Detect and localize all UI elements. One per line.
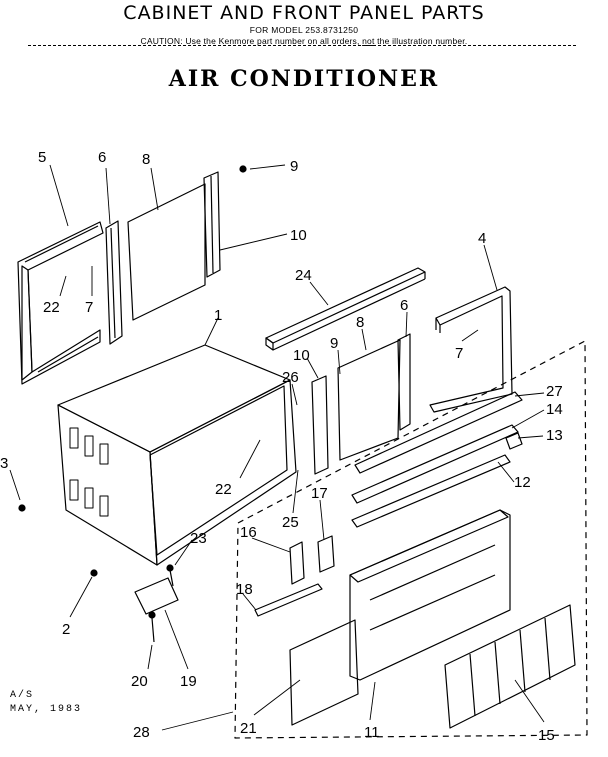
part-21-filter [289,619,359,726]
callout-18: 18 [236,581,253,598]
callout-labels: 5 6 8 9 10 22 7 24 4 1 10 26 9 8 6 7 27 … [0,149,563,744]
callout-23: 23 [190,530,207,547]
caution-text-end: the illustration number. [377,36,468,46]
part-16-bracket [289,541,305,585]
part-10-retainer-left [203,171,221,278]
caution-text-start: CAUTION: Use the Kenmore part number on … [140,36,360,46]
callout-22b: 22 [215,481,232,498]
model-line: FOR MODEL 253.8731250 [249,25,359,35]
callout-9: 9 [290,158,298,175]
part-23-screw [166,564,174,587]
callout-28: 28 [133,724,150,741]
callout-3: 3 [0,455,8,472]
callout-13: 13 [546,427,563,444]
part-10-retainer-right [311,375,329,475]
callout-19: 19 [180,673,197,690]
header-rule [28,45,576,46]
diagram-title: CABINET AND FRONT PANEL PARTS [123,2,485,24]
leader-lines [9,164,545,731]
part-12-strip [351,454,511,528]
part-9-screw-top [239,165,247,173]
callout-4: 4 [478,230,486,247]
callout-5: 5 [38,149,46,166]
part-19-bracket [134,577,179,615]
callout-24: 24 [295,267,312,284]
callout-14: 14 [546,401,563,418]
part-3-screw [18,504,26,512]
callout-22: 22 [43,299,60,316]
part-8-curtain-right [337,339,401,461]
callout-6b: 6 [400,297,408,314]
callout-8: 8 [142,151,150,168]
callout-11: 11 [364,724,380,741]
callout-12: 12 [514,474,531,491]
callout-6: 6 [98,149,106,166]
part-13-clip [505,432,523,450]
callout-21: 21 [240,720,257,737]
part-15-louver-panel [444,604,576,729]
part-17-bracket [317,535,335,573]
callout-20: 20 [131,673,148,690]
part-6-strip-left [105,220,123,345]
footer-code: A/S [10,690,35,701]
part-28-assembly-outline [234,340,588,739]
callout-8b: 8 [356,314,364,331]
callout-1: 1 [214,307,222,324]
caution-note: CAUTION: Use the Kenmore part number on … [0,36,608,46]
part-4-side-frame [429,286,513,413]
part-20-screw [148,611,156,643]
part-18-rod [254,583,323,617]
callout-27: 27 [546,383,563,400]
callout-10: 10 [290,227,307,244]
part-24-top-rail [265,267,426,351]
callout-10b: 10 [293,347,310,364]
callout-7: 7 [85,299,93,316]
part-2-screw [90,569,98,577]
callout-9b: 9 [330,335,338,352]
callout-16: 16 [240,524,257,541]
callout-2: 2 [62,621,70,638]
callout-25: 25 [282,514,299,531]
callout-26: 26 [282,369,299,386]
part-8-curtain-left [127,183,206,321]
part-1-cabinet [57,344,297,566]
caution-emphasis: not [362,36,375,46]
footer-date: MAY, 1983 [10,704,83,715]
part-14-strip [351,424,519,504]
callout-15: 15 [538,727,555,744]
part-27-strip [354,391,523,474]
part-5-side-frame [17,221,104,385]
callout-7b: 7 [455,345,463,362]
diagram-subtitle: AIR CONDITIONER [168,66,440,92]
part-11-front-grille [349,509,511,681]
callout-17: 17 [311,485,328,502]
